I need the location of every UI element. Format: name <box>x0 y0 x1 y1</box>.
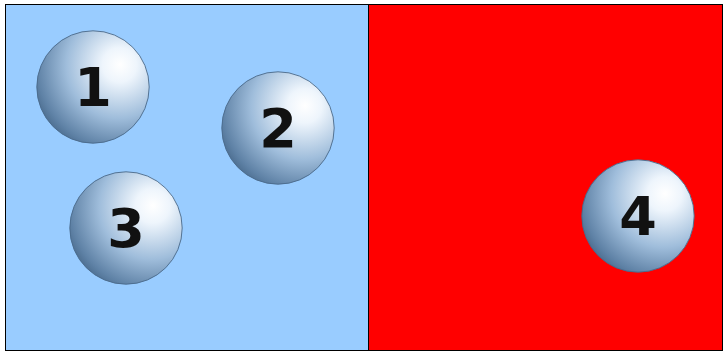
sphere-circle <box>70 172 182 284</box>
sphere-node: 1 <box>36 30 150 144</box>
sphere-circle <box>222 72 334 184</box>
sphere-number: 3 <box>107 197 145 260</box>
sphere-number: 4 <box>619 185 657 248</box>
sphere-circle <box>582 160 694 272</box>
right-region <box>369 5 723 351</box>
sphere-node: 4 <box>581 159 695 273</box>
sphere-node: 2 <box>221 71 335 185</box>
sphere-node: 3 <box>69 171 183 285</box>
sphere-number: 2 <box>259 97 297 160</box>
sphere-circle <box>37 31 149 143</box>
left-region <box>6 5 369 351</box>
sphere-number: 1 <box>74 56 112 119</box>
